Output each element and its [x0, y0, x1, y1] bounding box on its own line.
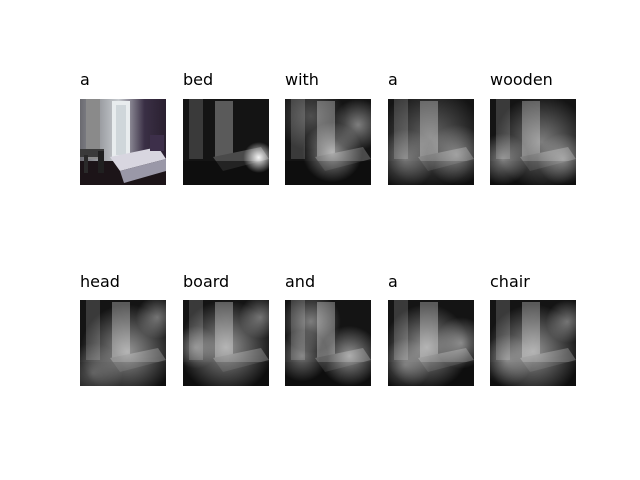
caption-word: head — [80, 272, 120, 291]
attention-map — [388, 99, 474, 185]
attention-panel — [183, 300, 269, 386]
source-image-panel — [80, 99, 166, 185]
caption-word: a — [388, 272, 398, 291]
attention-map — [285, 300, 371, 386]
attention-panel — [285, 300, 371, 386]
attention-map — [285, 99, 371, 185]
attention-panel — [388, 300, 474, 386]
caption-word: a — [80, 70, 90, 89]
caption-word: and — [285, 272, 316, 291]
attention-panel — [490, 300, 576, 386]
attention-panel — [388, 99, 474, 185]
attention-panel — [285, 99, 371, 185]
attention-map — [490, 99, 576, 185]
attention-map — [490, 300, 576, 386]
caption-word: bed — [183, 70, 214, 89]
attention-panel — [490, 99, 576, 185]
caption-word: wooden — [490, 70, 553, 89]
attention-map — [183, 300, 269, 386]
attention-panel — [183, 99, 269, 185]
attention-panel — [80, 300, 166, 386]
attention-map — [80, 300, 166, 386]
caption-word: chair — [490, 272, 530, 291]
caption-word: with — [285, 70, 319, 89]
attention-map — [388, 300, 474, 386]
bedroom-photo — [80, 99, 166, 185]
caption-word: a — [388, 70, 398, 89]
attention-map — [183, 99, 269, 185]
caption-word: board — [183, 272, 230, 291]
